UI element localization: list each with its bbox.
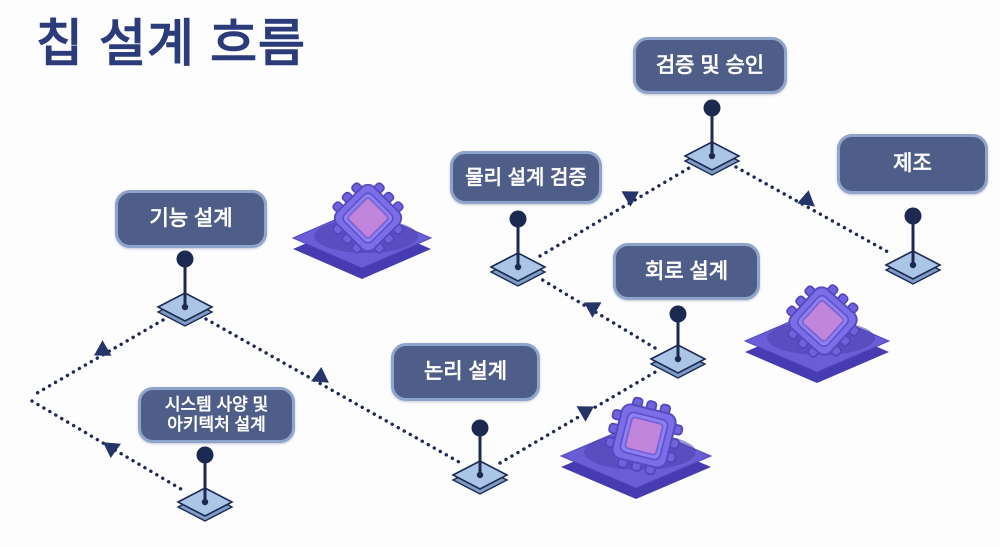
node-label-verification-approval: 검증 및 승인 bbox=[633, 37, 787, 94]
pin-marker-logic-design bbox=[451, 419, 509, 495]
connector-approval-to-manufacturing bbox=[734, 165, 890, 254]
pin-marker-functional-design bbox=[156, 250, 214, 327]
node-label-physical-design-verification: 물리 설계 검증 bbox=[450, 151, 602, 204]
pin-marker-verification-approval bbox=[683, 99, 741, 176]
node-label-logic-design: 논리 설계 bbox=[391, 343, 540, 401]
node-label-system-spec-architecture: 시스템 사양 및 아키텍처 설계 bbox=[138, 387, 295, 443]
pin-marker-system-spec bbox=[176, 446, 234, 522]
node-label-manufacturing: 제조 bbox=[837, 134, 988, 194]
arrowhead-icon bbox=[311, 367, 329, 383]
connector-functional-to-logic bbox=[204, 317, 461, 464]
connector-functional-to-corner bbox=[30, 318, 165, 398]
arrowhead-icon bbox=[576, 406, 594, 422]
pin-marker-circuit-design bbox=[649, 305, 707, 379]
arrowhead-icon bbox=[94, 340, 112, 356]
chip-on-wafer-illustration-bottom bbox=[559, 396, 713, 499]
connector-circuit-to-physical bbox=[539, 277, 657, 350]
node-label-functional-design: 기능 설계 bbox=[115, 190, 267, 248]
pin-marker-physical-verification bbox=[489, 210, 547, 287]
arrowhead-icon bbox=[103, 442, 121, 458]
chip-on-wafer-illustration-right bbox=[743, 284, 891, 383]
arrowhead-icon bbox=[584, 302, 602, 318]
arrowhead-icon bbox=[797, 190, 815, 207]
pin-marker-manufacturing bbox=[884, 207, 942, 285]
arrowhead-icon bbox=[621, 191, 639, 207]
chip-on-wafer-illustration-left bbox=[291, 182, 433, 279]
node-label-circuit-design: 회로 설계 bbox=[613, 243, 760, 300]
connector-logic-to-circuit bbox=[498, 369, 659, 465]
page-title: 칩 설계 흐름 bbox=[36, 15, 306, 72]
connector-physical-to-approval bbox=[538, 166, 691, 258]
